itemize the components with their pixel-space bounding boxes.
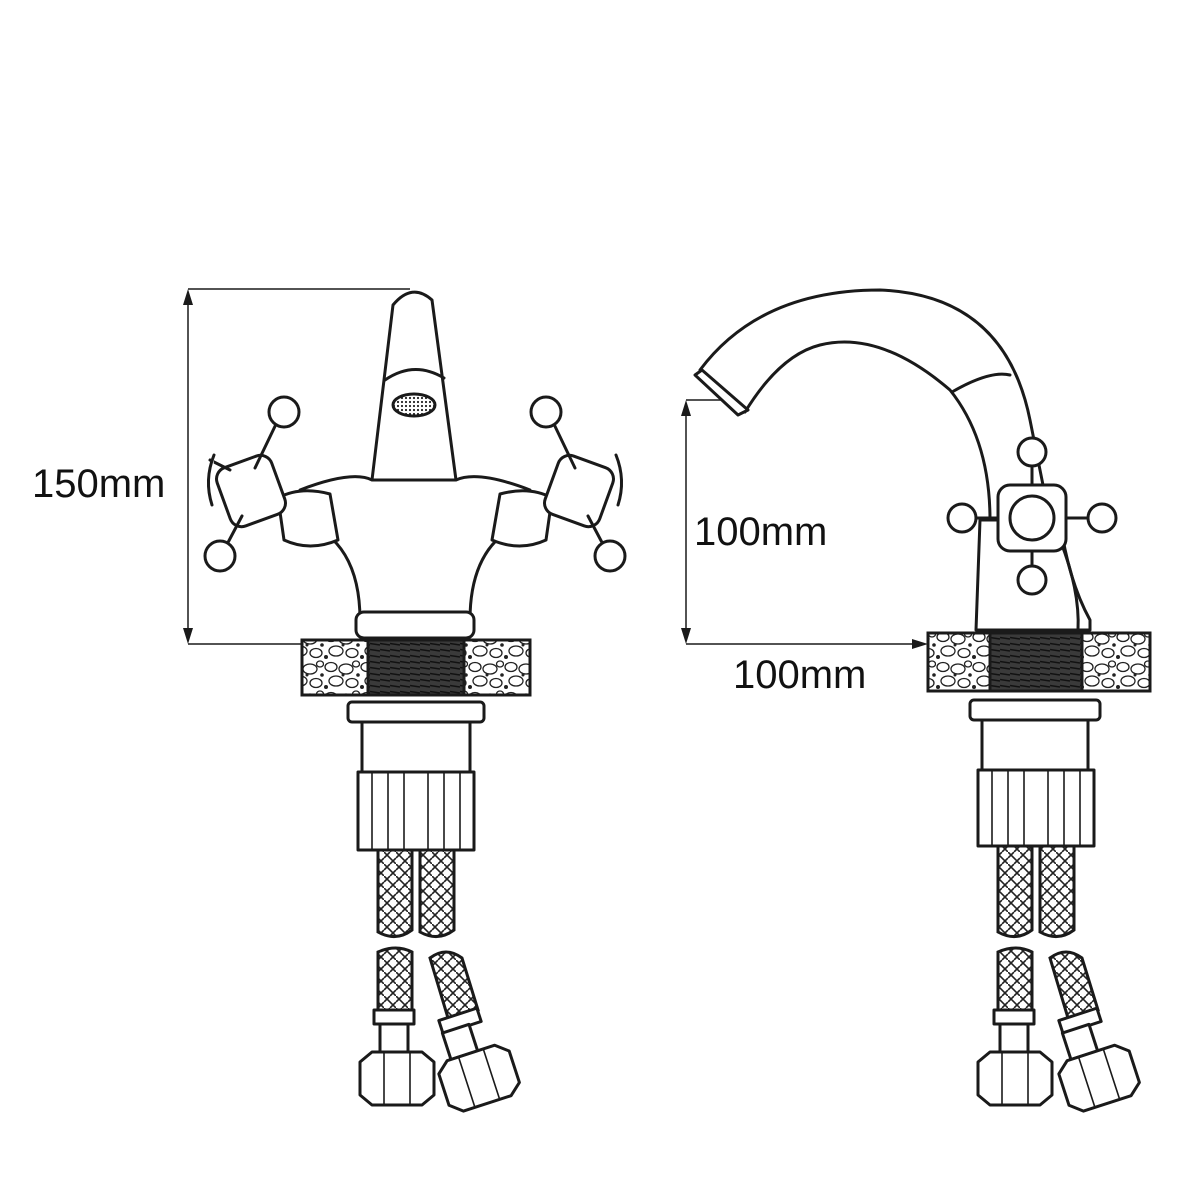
side-curved-spout[interactable] (698, 288, 1052, 522)
front-hoses (372, 848, 483, 1062)
spout-reach-dimension-line (686, 639, 928, 649)
front-hex-nut-left (358, 1050, 436, 1107)
side-threaded-shank (988, 631, 1084, 693)
side-hoses (992, 844, 1103, 1062)
side-mounting-nut (976, 768, 1096, 848)
spout-reach-label: 100mm (733, 653, 866, 697)
left-cross-handle[interactable] (203, 395, 340, 573)
front-height-label: 150mm (32, 462, 165, 506)
right-cross-handle[interactable] (490, 395, 627, 573)
side-hex-nut-left (976, 1050, 1054, 1107)
front-mounting-nut (356, 770, 476, 852)
side-hex-nut-right (1057, 1043, 1141, 1113)
front-threaded-shank (366, 638, 466, 697)
faucet-side-view (681, 288, 1152, 1113)
side-cross-handle[interactable] (946, 436, 1118, 596)
faucet-front-view (183, 288, 627, 1113)
aerator-icon (391, 392, 437, 418)
spout-height-label: 100mm (694, 510, 827, 554)
front-body (298, 475, 532, 622)
front-spout (370, 290, 458, 482)
front-hex-nut-right (437, 1043, 521, 1113)
